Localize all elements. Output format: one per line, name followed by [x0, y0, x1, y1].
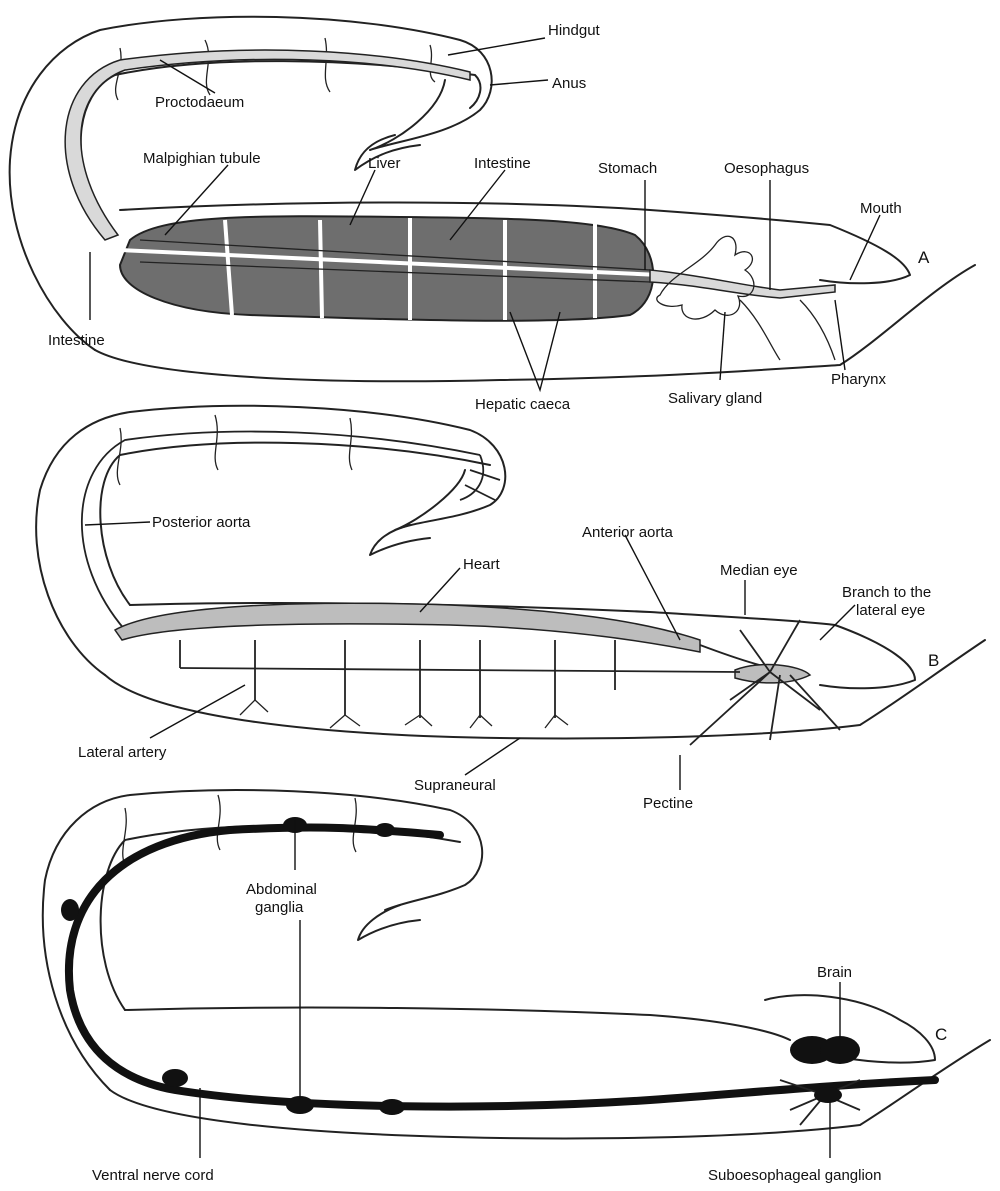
label-anus: Anus: [552, 75, 586, 92]
abdominal-ganglion: [375, 823, 395, 837]
panel-label-b: B: [928, 651, 939, 670]
label-liver: Liver: [368, 155, 401, 172]
label-intestine-upper: Intestine: [474, 155, 531, 172]
label-proctodaeum: Proctodaeum: [155, 94, 244, 111]
label-median-eye: Median eye: [720, 562, 798, 579]
abdominal-ganglion: [61, 899, 79, 921]
label-hindgut: Hindgut: [548, 22, 601, 39]
panel-label-c: C: [935, 1025, 947, 1044]
label-stomach: Stomach: [598, 160, 657, 177]
label-posterior-aorta: Posterior aorta: [152, 514, 251, 531]
panel-a-digestive-system: [10, 17, 975, 390]
label-brain: Brain: [817, 964, 852, 981]
label-branch-lateral-eye-1: Branch to the: [842, 584, 931, 601]
label-hepatic-caeca: Hepatic caeca: [475, 396, 571, 413]
label-branch-lateral-eye-2: lateral eye: [856, 602, 925, 619]
label-salivary-gland: Salivary gland: [668, 390, 762, 407]
label-malpighian-tubule: Malpighian tubule: [143, 150, 261, 167]
abdominal-ganglion: [162, 1069, 188, 1087]
brain: [820, 1036, 860, 1064]
label-suboesophageal-ganglion: Suboesophageal ganglion: [708, 1167, 882, 1184]
label-ventral-nerve-cord: Ventral nerve cord: [92, 1167, 214, 1184]
label-mouth: Mouth: [860, 200, 902, 217]
label-intestine-left: Intestine: [48, 332, 105, 349]
suboesophageal-ganglion-mark: [814, 1087, 842, 1103]
label-oesophagus: Oesophagus: [724, 160, 809, 177]
label-heart: Heart: [463, 556, 501, 573]
label-abdominal-ganglia-2: ganglia: [255, 899, 304, 916]
label-anterior-aorta: Anterior aorta: [582, 524, 674, 541]
label-lateral-artery: Lateral artery: [78, 744, 167, 761]
label-supraneural: Supraneural: [414, 777, 496, 794]
label-abdominal-ganglia-1: Abdominal: [246, 881, 317, 898]
label-pharynx: Pharynx: [831, 371, 887, 388]
abdominal-ganglion: [379, 1099, 405, 1115]
panel-label-a: A: [918, 248, 930, 267]
label-pectine: Pectine: [643, 795, 693, 812]
